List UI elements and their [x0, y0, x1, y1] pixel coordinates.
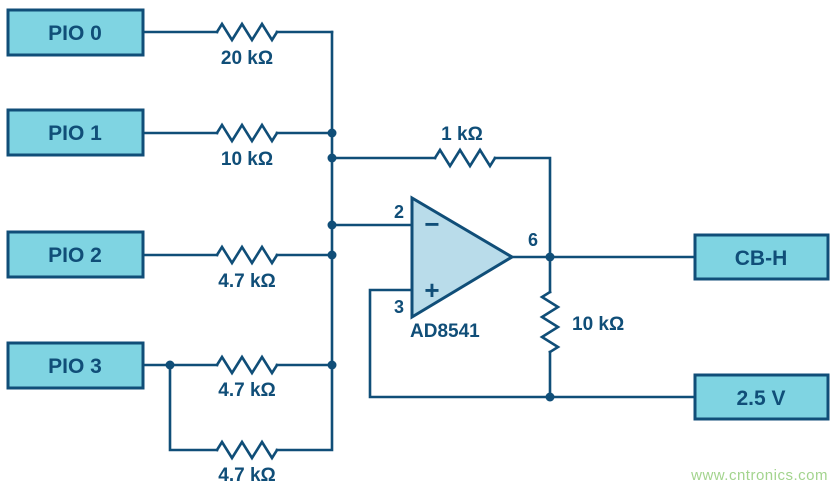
opamp-pin3-label: 3	[394, 297, 404, 317]
cbh-label: CB-H	[735, 247, 788, 270]
junction-pio3	[327, 360, 337, 370]
junction-output	[545, 252, 555, 262]
label-4k7-pio2: 4.7 kΩ	[218, 271, 276, 292]
opamp-plus-sign: +	[424, 275, 439, 305]
resistor-4k7-pio3-a	[215, 354, 279, 376]
wire-noninverting-input	[368, 288, 552, 399]
cbh-block: CB-H	[693, 233, 830, 281]
resistor-10k-input	[215, 122, 279, 144]
resistor-4k7-pio2	[215, 244, 279, 266]
pio3-label: PIO 3	[48, 355, 102, 378]
watermark-text: www.cntronics.com	[690, 467, 828, 484]
pio2-block: PIO 2	[6, 230, 145, 279]
junction-inverting	[327, 220, 337, 230]
resistor-20k	[215, 21, 279, 43]
label-4k7-pio3-b: 4.7 kΩ	[218, 465, 276, 486]
label-10k-output: 10 kΩ	[572, 314, 624, 335]
wire-group	[141, 21, 697, 461]
label-10k-input: 10 kΩ	[221, 149, 273, 170]
resistor-10k-output	[539, 290, 561, 354]
label-4k7-pio3-a: 4.7 kΩ	[218, 380, 276, 401]
resistor-1k-feedback	[433, 147, 497, 169]
reference-box	[693, 373, 830, 421]
junction-pio1	[327, 128, 337, 138]
junction-feedback-tap	[327, 153, 337, 163]
label-20k: 20 kΩ	[221, 48, 273, 69]
junction-reference	[545, 392, 555, 402]
pio2-box	[6, 230, 145, 279]
junction-pio2	[327, 250, 337, 260]
pio1-box	[6, 108, 145, 157]
resistor-4k7-pio3-b	[215, 439, 279, 461]
opamp-minus-sign: −	[424, 209, 439, 239]
pio3-block: PIO 3	[6, 341, 145, 390]
pio0-block: PIO 0	[6, 8, 145, 57]
wire-feedback	[330, 156, 552, 259]
pio2-label: PIO 2	[48, 244, 102, 267]
label-1k-feedback: 1 kΩ	[441, 124, 483, 145]
opamp-part-label: AD8541	[410, 321, 480, 342]
reference-block: 2.5 V	[693, 373, 830, 421]
pio1-block: PIO 1	[6, 108, 145, 157]
pio1-label: PIO 1	[48, 122, 102, 145]
cbh-box	[693, 233, 830, 281]
pio0-box	[6, 8, 145, 57]
opamp-triangle	[410, 195, 515, 320]
reference-label: 2.5 V	[736, 387, 785, 410]
junction-pio3-split	[165, 360, 175, 370]
labels: 20 kΩ 10 kΩ 4.7 kΩ 4.7 kΩ 4.7 kΩ 1 kΩ 10…	[218, 48, 624, 486]
opamp-pin6-label: 6	[528, 230, 538, 250]
pio3-box	[6, 341, 145, 390]
pio0-label: PIO 0	[48, 22, 102, 45]
wire-pio3-parallel	[168, 363, 334, 452]
opamp-pin2-label: 2	[394, 202, 404, 222]
junction-dots	[165, 128, 555, 402]
